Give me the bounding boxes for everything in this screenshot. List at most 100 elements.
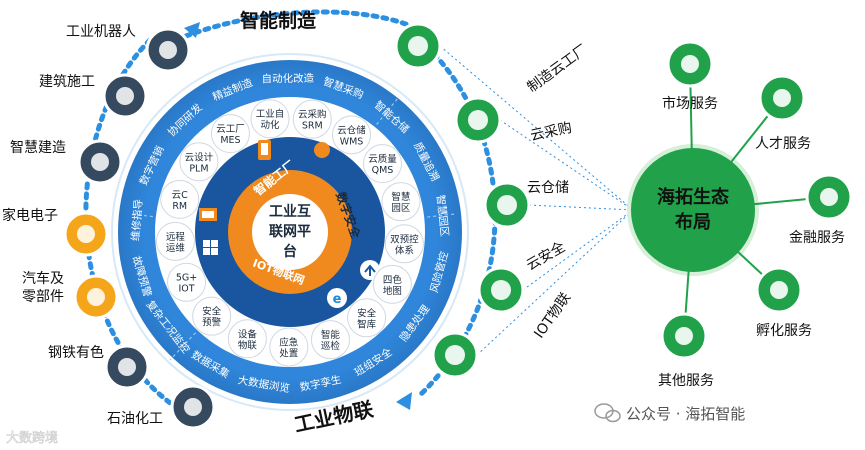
left-item: 工业机器人	[66, 24, 191, 73]
ring2-item-label: 巡检	[321, 340, 341, 352]
ring2-item-label: 体系	[395, 244, 414, 256]
valve-icon	[408, 36, 428, 56]
ring2-item-label: 物联	[238, 339, 258, 351]
phone-icon	[258, 140, 271, 160]
ring2-item: 智慧园区	[381, 182, 421, 222]
ring2-item-label: 工业自	[256, 108, 285, 120]
ring2-item-label: 5G+	[176, 273, 197, 284]
left-item-label: 钢铁有色	[48, 344, 104, 361]
ring3-label: 自动化改造	[261, 72, 314, 86]
ring2-item-label: 智能	[321, 329, 341, 341]
left-item-label: 家电电子	[2, 207, 58, 224]
svg-text:e: e	[333, 292, 342, 307]
ring2-item-label: 云C	[172, 190, 189, 201]
ring2-item-label: 远程	[166, 232, 186, 243]
ring2-item: 5G+IOT	[167, 262, 207, 302]
arrow-bottom-icon	[396, 392, 412, 410]
ring3-label: 维修指导	[129, 199, 145, 242]
wechat-icon	[594, 403, 621, 423]
ring2-item-label: 动化	[261, 119, 281, 131]
ring2-item-label: 安全	[202, 306, 222, 318]
yen-icon	[820, 188, 838, 206]
ring2-item-label: 智慧	[391, 191, 411, 203]
right-item: 金融服务	[789, 173, 853, 246]
hub-spoke	[689, 63, 694, 211]
middle-item-label: 云仓储	[527, 180, 569, 196]
left-item-label: 汽车及	[22, 270, 64, 287]
right-item-label: 其他服务	[658, 373, 714, 389]
core-title-line3: 台	[283, 243, 297, 260]
title-smart-manufacturing: 智能制造	[240, 9, 317, 32]
oil-tank-icon	[184, 398, 202, 416]
connector-line	[528, 204, 634, 211]
left-item: 家电电子	[2, 207, 109, 257]
robot-arm-icon	[159, 41, 177, 59]
building-icon	[91, 153, 109, 171]
left-item-label: 建筑施工	[39, 74, 95, 90]
hub-spoke	[692, 97, 783, 211]
ring2-item-label: 云设计	[185, 151, 214, 163]
arrow-top-icon	[184, 22, 200, 38]
top-dotted-arc	[183, 9, 423, 39]
ring2-item-label: 地图	[383, 285, 402, 297]
hub-title-line2: 布局	[675, 211, 711, 233]
ie-browser-icon: e	[327, 288, 347, 308]
middle-item: 云仓储	[483, 180, 569, 229]
left-item-label: 工业机器人	[66, 24, 136, 40]
middle-item: 制造云工厂	[394, 22, 591, 96]
upload-icon	[360, 260, 380, 280]
right-item: 其他服务	[658, 312, 714, 389]
left-item: 智慧建造	[10, 139, 123, 185]
windows-icon	[203, 240, 218, 255]
car-icon	[87, 288, 105, 306]
ring3-label: 智慧园区	[434, 194, 451, 237]
ring2-item-label: 运维	[166, 242, 186, 254]
globe-icon	[681, 55, 699, 73]
vr-icon	[675, 327, 693, 345]
ring2-item-label: 云仓储	[337, 124, 366, 136]
ring2-item-label: 设备	[238, 328, 258, 340]
connector-line	[476, 209, 634, 356]
shopping-cart-icon	[468, 110, 488, 130]
ring2-item-label: SRM	[302, 121, 323, 132]
ring2-item-label: 云采购	[298, 109, 327, 121]
ring2-item-label: 园区	[391, 203, 411, 214]
hub-title-line1: 海拓生态	[657, 186, 729, 208]
left-item: 钢铁有色	[48, 344, 150, 390]
left-item-label: 石油化工	[107, 411, 163, 427]
ring2-item-label: MES	[220, 135, 240, 146]
monitor-icon	[199, 208, 217, 221]
people-icon	[773, 89, 791, 107]
ring2-item-label: QMS	[372, 165, 394, 176]
wechat-watermark-text: 公众号 · 海拓智能	[626, 405, 745, 423]
ring2-item-label: 云质量	[368, 153, 397, 165]
middle-item: 云采购	[454, 96, 573, 144]
ring2-item-label: 应急	[279, 336, 299, 348]
core-title: 工业互 联网平 台	[269, 204, 311, 260]
right-item: 市场服务	[662, 40, 718, 112]
ring2-item-label: 智库	[357, 318, 377, 330]
left-item: 建筑施工	[39, 73, 148, 119]
corner-watermark-text: 大数跨境	[6, 431, 58, 446]
apple-icon	[314, 142, 330, 158]
left-item-label: 零部件	[22, 289, 64, 305]
construction-icon	[116, 87, 134, 105]
right-item-label: 孵化服务	[756, 323, 812, 339]
